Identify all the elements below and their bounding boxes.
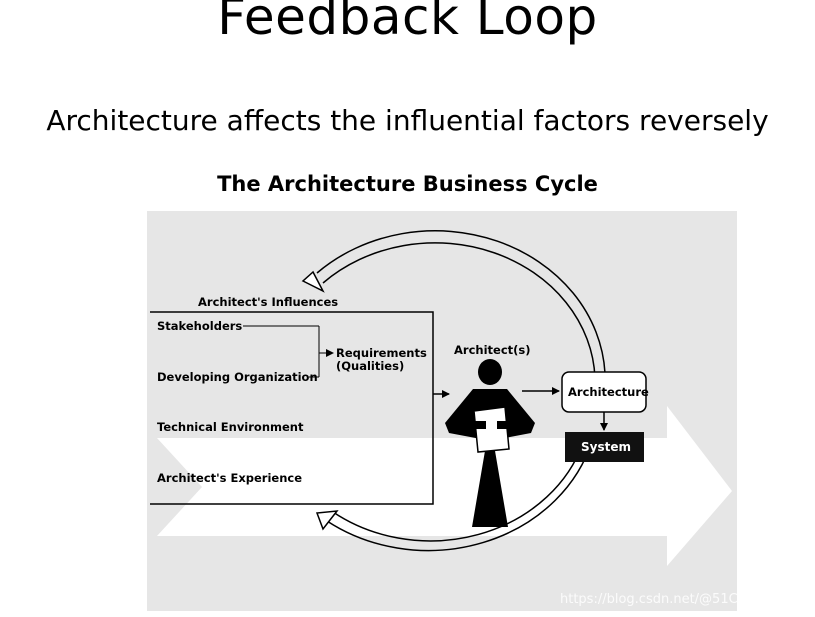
slide-subtitle: Architecture affects the influential fac… — [0, 104, 815, 137]
figure-title: The Architecture Business Cycle — [0, 172, 815, 196]
qualities-label: (Qualities) — [336, 359, 404, 373]
figure-background — [147, 211, 737, 611]
slide-title: Feedback Loop — [0, 0, 815, 46]
influence-developing-organization: Developing Organization — [157, 370, 318, 384]
influence-architects-experience: Architect's Experience — [157, 471, 302, 485]
architecture-label: Architecture — [568, 385, 649, 399]
requirements-label: Requirements — [336, 346, 427, 360]
abc-diagram: Architect's Influences Stakeholders Deve… — [147, 211, 737, 611]
system-label: System — [581, 440, 631, 454]
influences-heading: Architect's Influences — [198, 295, 338, 309]
influence-technical-environment: Technical Environment — [157, 420, 304, 434]
watermark: https://blog.csdn.net/@51CTO博客 — [560, 588, 782, 607]
architects-label: Architect(s) — [454, 343, 531, 357]
influence-stakeholders: Stakeholders — [157, 319, 242, 333]
